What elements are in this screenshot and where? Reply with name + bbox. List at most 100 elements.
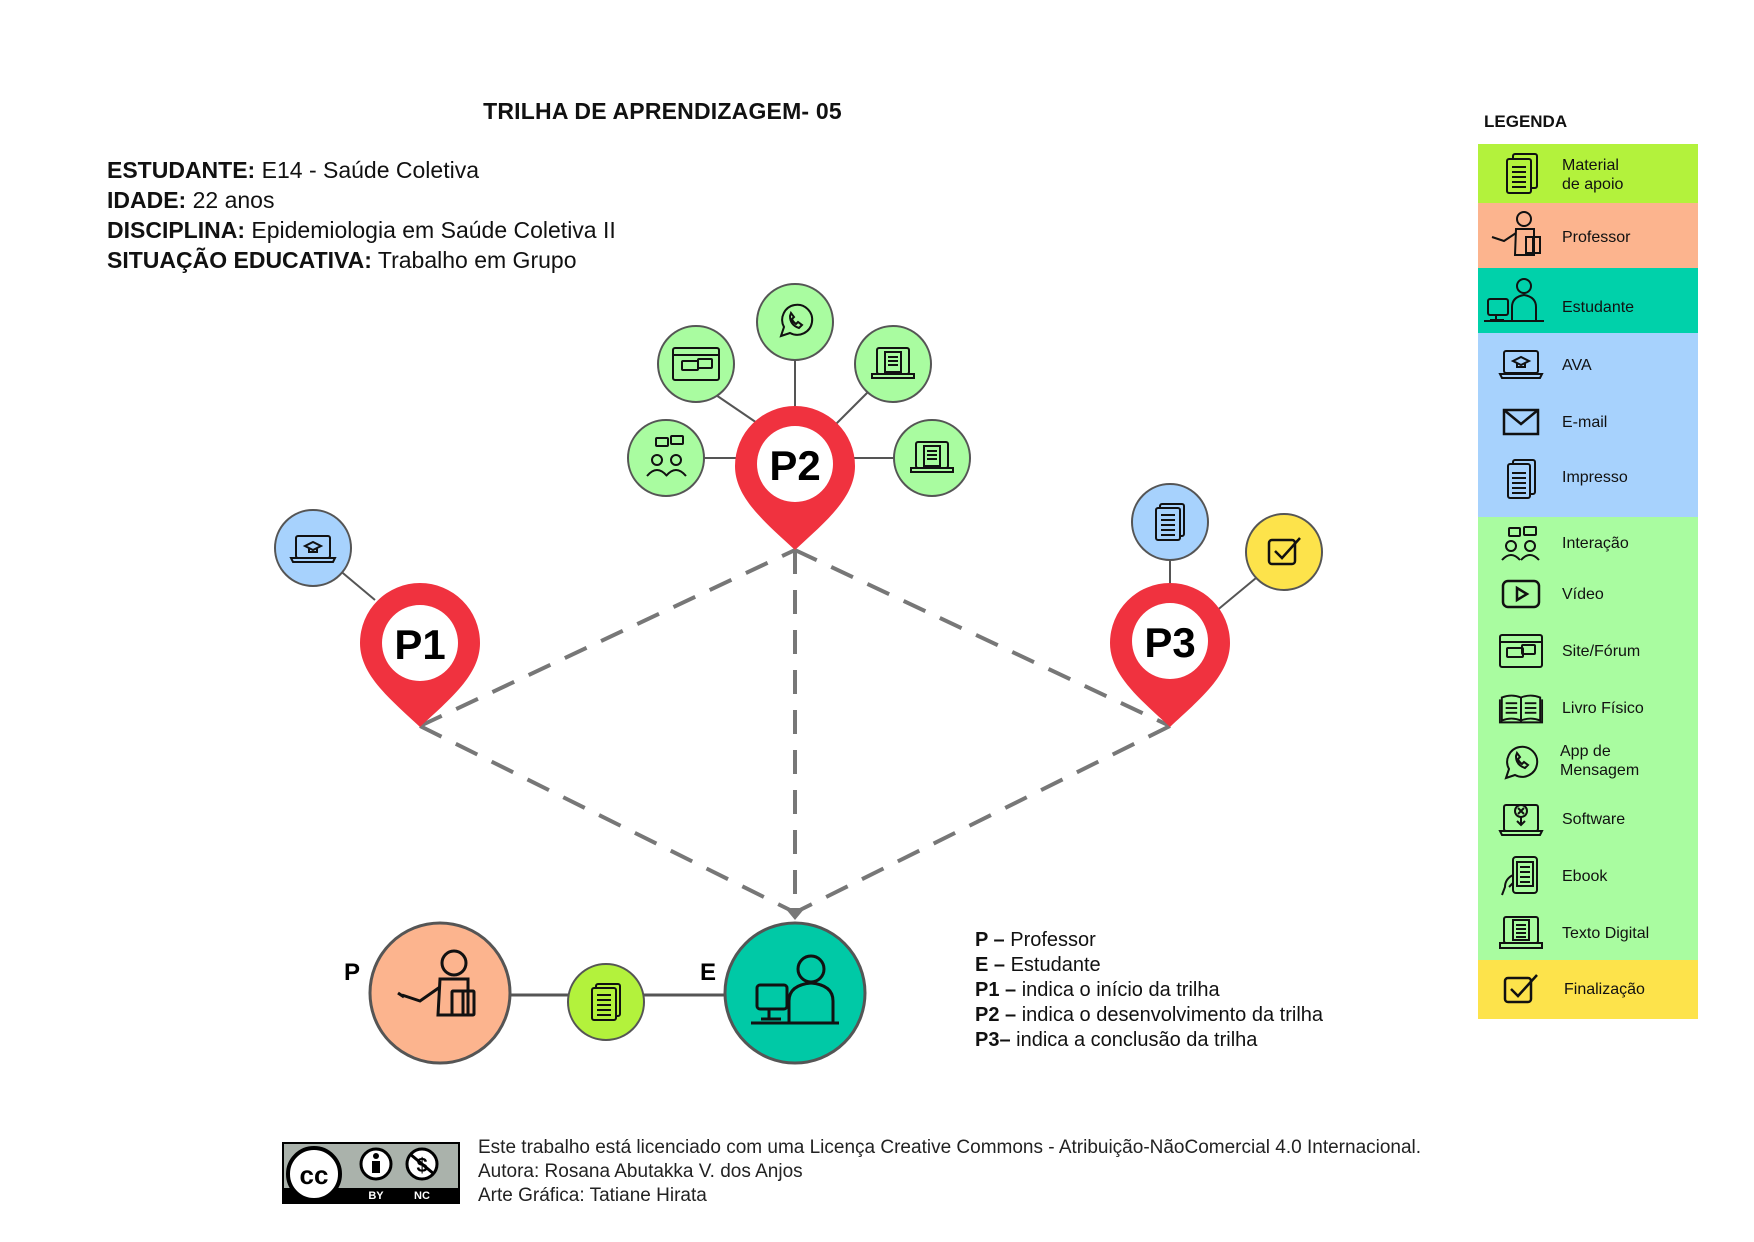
p1-resource-ava: [274, 509, 352, 587]
interacao-icon: [1498, 520, 1544, 566]
dash-p1-e: [419, 724, 791, 912]
pin-p2-label: P2: [769, 442, 820, 489]
legend-item-software: Software: [1478, 796, 1698, 842]
legend-item-ebook: Ebook: [1478, 853, 1698, 899]
legend-label: Livro Físico: [1562, 700, 1644, 717]
situacao-row: SITUAÇÃO EDUCATIVA: Trabalho em Grupo: [107, 245, 616, 275]
student-node[interactable]: [723, 921, 867, 1065]
disciplina-label: DISCIPLINA:: [107, 217, 245, 243]
material-icon: [591, 983, 621, 1021]
situacao-label: SITUAÇÃO EDUCATIVA:: [107, 247, 372, 273]
legend-item-interacao: Interação: [1478, 520, 1698, 566]
dashed-connections: [419, 548, 1171, 912]
pin-p2[interactable]: P2: [735, 406, 855, 550]
cc-by-nc-logo: cc $ BY NC: [282, 1142, 460, 1204]
app-mensagem-icon: [1498, 740, 1544, 786]
texto-digital-icon: [910, 441, 954, 473]
dash-p2-p3: [794, 548, 1171, 728]
legend-label: App de Mensagem: [1560, 743, 1640, 779]
legend-label: Estudante: [1562, 299, 1635, 316]
impresso-icon: [1155, 503, 1185, 541]
key-row: P2 – indica o desenvolvimento da trilha: [975, 1003, 1323, 1028]
p2-resource-texto-digital-2: [893, 419, 971, 497]
legend-label: AVA: [1562, 357, 1592, 374]
estudante-label: ESTUDANTE:: [107, 157, 256, 183]
author-line: Autora: Rosana Abutakka V. dos Anjos: [478, 1161, 803, 1182]
professor-letter: P: [344, 959, 360, 986]
disciplina-row: DISCIPLINA: Epidemiologia em Saúde Colet…: [107, 215, 616, 245]
legend-item-livro: Livro Físico: [1478, 685, 1698, 731]
dash-p1-p2: [419, 548, 796, 728]
legend-item-finalizacao: Finalização: [1478, 966, 1698, 1012]
key-p3-label: P3–: [975, 1029, 1011, 1051]
idade-row: IDADE: 22 anos: [107, 185, 616, 215]
legend-item-site-forum: Site/Fórum: [1478, 628, 1698, 674]
software-icon: [1498, 796, 1544, 842]
texto-digital-icon: [871, 347, 915, 379]
legend-label: Impresso: [1562, 469, 1628, 486]
site-forum-icon: [672, 347, 720, 381]
pin-p3[interactable]: P3: [1110, 583, 1230, 727]
pin-p3-label: P3: [1144, 619, 1195, 666]
art-line: Arte Gráfica: Tatiane Hirata: [478, 1185, 707, 1206]
p2-resource-site-forum: [657, 325, 735, 403]
connector: [834, 389, 871, 426]
key-p1-text: indica o início da trilha: [1016, 979, 1220, 1001]
legend-label: Software: [1562, 811, 1626, 828]
key-row: E – Estudante: [975, 953, 1323, 978]
pin-p1[interactable]: P1: [360, 583, 480, 727]
situacao-value: Trabalho em Grupo: [377, 247, 577, 273]
legend-item-impresso: Impresso: [1478, 454, 1698, 504]
email-icon: [1498, 399, 1544, 445]
cc-license-badge[interactable]: cc $ BY NC: [282, 1142, 460, 1204]
legend-label: Finalização: [1564, 981, 1645, 998]
student-letter: E: [700, 959, 716, 986]
site-forum-icon: [1498, 628, 1544, 674]
p3-resource-finalizacao: [1245, 513, 1323, 591]
texto-digital-icon: [1498, 910, 1544, 956]
legend-item-email: E-mail: [1478, 399, 1698, 445]
key-p1-label: P1 –: [975, 979, 1017, 1001]
video-icon: [1498, 571, 1544, 617]
estudante-value: E14 - Saúde Coletiva: [261, 157, 479, 183]
material-node[interactable]: [567, 963, 645, 1041]
legend-label: Material de apoio: [1562, 157, 1624, 193]
cc-by-label: BY: [368, 1190, 384, 1202]
key-row: P3– indica a conclusão da trilha: [975, 1028, 1323, 1053]
professor-node[interactable]: [368, 921, 512, 1065]
legend-label: Site/Fórum: [1562, 643, 1641, 660]
key-row: P – Professor: [975, 928, 1323, 953]
legend-item-professor: Professor: [1478, 211, 1698, 258]
finalizacao-icon: [1267, 537, 1301, 566]
estudante-icon: [751, 954, 839, 1025]
key-p2-label: P2 –: [975, 1004, 1017, 1026]
connector: [712, 392, 761, 426]
p2-resource-app-mensagem: [756, 283, 834, 361]
estudante-row: ESTUDANTE: E14 - Saúde Coletiva: [107, 155, 616, 185]
student-info: ESTUDANTE: E14 - Saúde Coletiva IDADE: 2…: [107, 155, 616, 275]
legend-item-app-mensagem: App de Mensagem: [1478, 736, 1698, 792]
key-p3-text: indica a conclusão da trilha: [1010, 1029, 1258, 1051]
key-p2-text: indica o desenvolvimento da trilha: [1016, 1004, 1324, 1026]
license-line: Este trabalho está licenciado com uma Li…: [478, 1137, 1422, 1158]
page-title: TRILHA DE APRENDIZAGEM- 05: [483, 98, 842, 124]
dash-p3-e: [799, 724, 1171, 912]
license-text: Este trabalho está licenciado com uma Li…: [478, 1136, 1421, 1208]
p2-resource-texto-digital-1: [854, 325, 932, 403]
material-icon: [1498, 150, 1544, 196]
key-p-label: P –: [975, 929, 1005, 951]
trail-diagram: P1 P2 P3 P: [274, 283, 1323, 1065]
app-mensagem-icon: [779, 303, 814, 338]
interacao-icon: [646, 435, 687, 477]
legend-item-video: Vídeo: [1478, 571, 1698, 617]
legend-label: Professor: [1562, 229, 1631, 246]
legend-label: Vídeo: [1562, 586, 1604, 603]
legend-item-material: Material de apoio: [1478, 150, 1698, 196]
p3-resource-impresso: [1131, 483, 1209, 561]
key-e-label: E –: [975, 954, 1006, 976]
connector: [1214, 577, 1257, 613]
legend-band-yellow: [1478, 960, 1698, 1019]
professor-icon: [397, 949, 476, 1017]
cc-nc-label: NC: [414, 1190, 430, 1202]
p2-resource-interacao: [627, 419, 705, 497]
